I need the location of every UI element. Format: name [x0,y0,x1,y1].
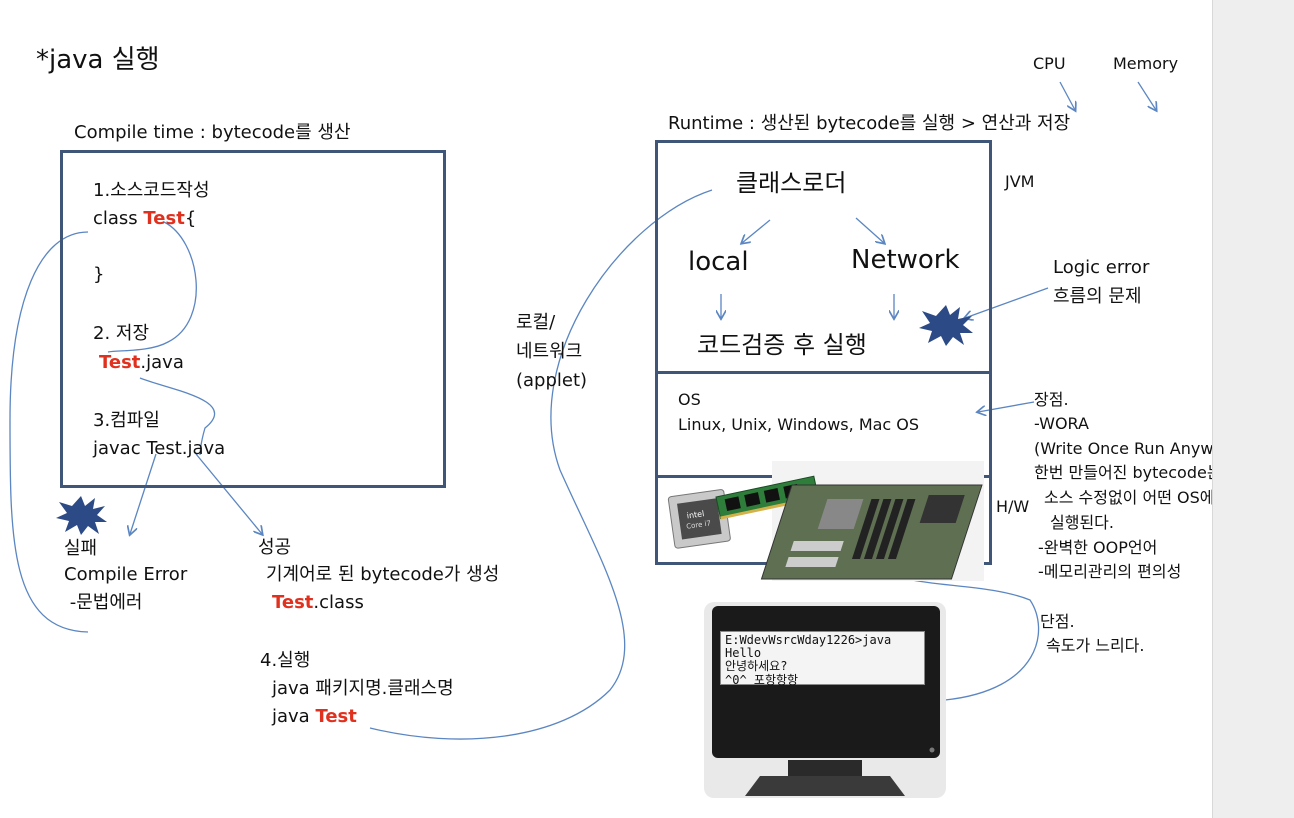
os-list: Linux, Unix, Windows, Mac OS [678,415,920,434]
curve-test-to-file [107,221,197,353]
to-network-arrow [855,217,884,243]
curve-run-to-loader [369,189,713,740]
run-line2: java Test [272,706,357,729]
logic-error-burst-icon [919,305,973,346]
loader-note-line2: 네트워크 [516,341,583,362]
fail-title: 실패 [64,538,98,559]
page-title: *java 실행 [36,45,160,75]
console-line2: 안녕하세요? [725,659,788,674]
saved-file: Test.java [99,352,184,375]
pros-line5: 실행된다. [1050,513,1114,532]
compile-step3: 3.컴파일 [93,410,160,431]
loader-note-line1: 로컬/ [516,312,556,333]
curve-left [9,231,89,633]
success-class-ext: .class [313,592,364,613]
loader-note-line3: (applet) [516,370,588,391]
memory-label: Memory [1113,54,1179,73]
runtime-heading: Runtime : 생산된 bytecode를 실행 > 연산과 저장 [668,113,1071,134]
cons-title: 단점. [1040,612,1075,631]
fail-arrow [130,453,157,534]
pros-arrow [978,401,1035,412]
run-java-keyword: java [272,706,316,727]
jvm-label: JVM [1005,172,1035,191]
compile-box [60,150,446,488]
side-panel [1212,0,1294,818]
run-step4: 4.실행 [260,650,311,671]
os-title: OS [678,390,701,409]
pros-line4: 소스 수정없이 어떤 OS에서든 [1044,488,1244,507]
svg-text:Core i7: Core i7 [686,519,712,530]
saved-file-name: Test [99,352,141,373]
success-class-name: Test [272,592,314,613]
success-arrow [195,453,262,534]
console-line3: ^0^ 포항항항 [725,672,799,687]
fail-line1: Compile Error [64,564,188,585]
compile-heading: Compile time : bytecode를 생산 [74,122,351,143]
compile-step1: 1.소스코드작성 [93,180,210,201]
network-label: Network [851,245,960,275]
pros-line6: -완벽한 OOP언어 [1038,538,1158,557]
console-window: E:WdevWsrcWday1226>java Hello 안녕하세요? ^0^… [720,631,925,687]
success-line1: 기계어로 된 bytecode가 생성 [266,564,500,585]
saved-file-ext: .java [140,352,184,373]
logic-error-line2: 흐름의 문제 [1053,286,1142,307]
hardware-image: intel Core i7 [667,461,984,581]
curve-file-to-compile [139,377,215,456]
class-keyword: class [93,208,144,229]
success-title: 성공 [258,537,292,558]
class-close-brace: } [93,264,105,285]
class-name: Test [143,208,185,229]
error-burst-icon [56,496,107,535]
logic-error-line1: Logic error [1053,257,1150,278]
memory-arrow [1137,81,1156,110]
success-class-file: Test.class [272,592,364,615]
to-local-arrow [742,219,771,243]
class-open-brace: { [184,208,197,229]
run-line1: java 패키지명.클래스명 [272,678,454,699]
pros-line3: 한번 만들어진 bytecode는 [1034,463,1222,482]
classloader-label: 클래스로더 [736,169,847,197]
hw-label: H/W [996,497,1030,516]
logic-error-arrow [965,287,1049,318]
cons-line1: 속도가 느리다. [1046,636,1145,655]
console-line1: E:WdevWsrcWday1226>java Hello [725,633,892,661]
local-label: local [688,247,749,277]
verify-label: 코드검증 후 실행 [697,331,867,359]
pros-line7: -메모리관리의 편의성 [1038,562,1182,581]
javac-command: javac Test.java [93,438,226,459]
svg-text:intel: intel [686,509,705,520]
cpu-label: CPU [1033,54,1066,73]
cpu-arrow [1059,81,1075,110]
class-declaration: class Test{ [93,208,196,231]
fail-line2: -문법에러 [64,592,143,613]
pros-line1: -WORA [1034,414,1089,433]
run-class-name: Test [315,706,357,727]
pros-title: 장점. [1034,390,1069,409]
compile-step2: 2. 저장 [93,323,150,344]
